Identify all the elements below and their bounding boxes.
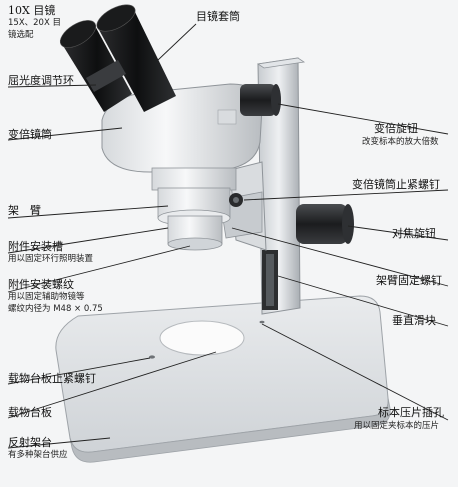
- label-reflector: 反射架台: [8, 436, 52, 449]
- label-diopter-ring: 屈光度调节环: [8, 74, 74, 87]
- label-accessory-slot: 附件安装槽: [8, 240, 63, 253]
- clip-hole-1: [259, 320, 265, 324]
- zoom-lock-screw: [229, 193, 243, 207]
- label-accessory-slot-sub: 用以固定环行照明装置: [8, 254, 94, 264]
- objective-cylinder: [151, 167, 237, 251]
- base-plate: [55, 295, 391, 463]
- label-vertical-slide: 垂直滑块: [392, 314, 436, 327]
- label-eyepiece-sub1: 15X、20X 目: [8, 18, 61, 28]
- label-zoom-lock: 变倍镜筒止紧螺钉: [352, 178, 440, 191]
- stage-lock-screw-hole: [149, 355, 155, 359]
- zoom-knob: [240, 84, 281, 116]
- label-clip-hole: 标本压片插孔: [378, 406, 444, 419]
- label-accessory-thread-sub2: 螺纹内径为 M48 × 0.75: [8, 304, 103, 314]
- label-stage-plate: 载物台板: [8, 406, 52, 419]
- eyepiece-left: [59, 20, 132, 112]
- label-eyepiece-sub2: 镜选配: [8, 30, 34, 40]
- vertical-pole: [256, 57, 306, 315]
- label-eyepiece-tube: 目镜套筒: [196, 10, 240, 23]
- label-accessory-thread-sub1: 用以固定辅助物镜等: [8, 292, 85, 302]
- label-zoom-knob: 变倍旋钮: [374, 122, 418, 135]
- leader-lines: [7, 23, 449, 449]
- diopter-ring: [86, 60, 126, 92]
- stage-plate-disc: [159, 320, 245, 356]
- label-arm: 架 臂: [8, 204, 41, 217]
- eyepiece-right: [96, 4, 176, 112]
- label-reflector-sub: 有多种架台供应: [8, 450, 68, 460]
- label-stage-lock: 载物台板止紧螺钉: [8, 372, 96, 385]
- focus-knob: [296, 204, 354, 244]
- label-focus-knob: 对焦旋钮: [392, 227, 436, 240]
- label-eyepiece-title: 10X 目镜: [8, 4, 56, 17]
- label-arm-lock: 架臂固定螺钉: [376, 274, 442, 287]
- label-zoom-knob-sub: 改变标本的放大倍数: [362, 137, 439, 147]
- label-accessory-thread: 附件安装螺纹: [8, 278, 74, 291]
- label-zoom-body: 变倍镜筒: [8, 128, 52, 141]
- label-clip-hole-sub: 用以固定夹标本的压片: [354, 421, 440, 431]
